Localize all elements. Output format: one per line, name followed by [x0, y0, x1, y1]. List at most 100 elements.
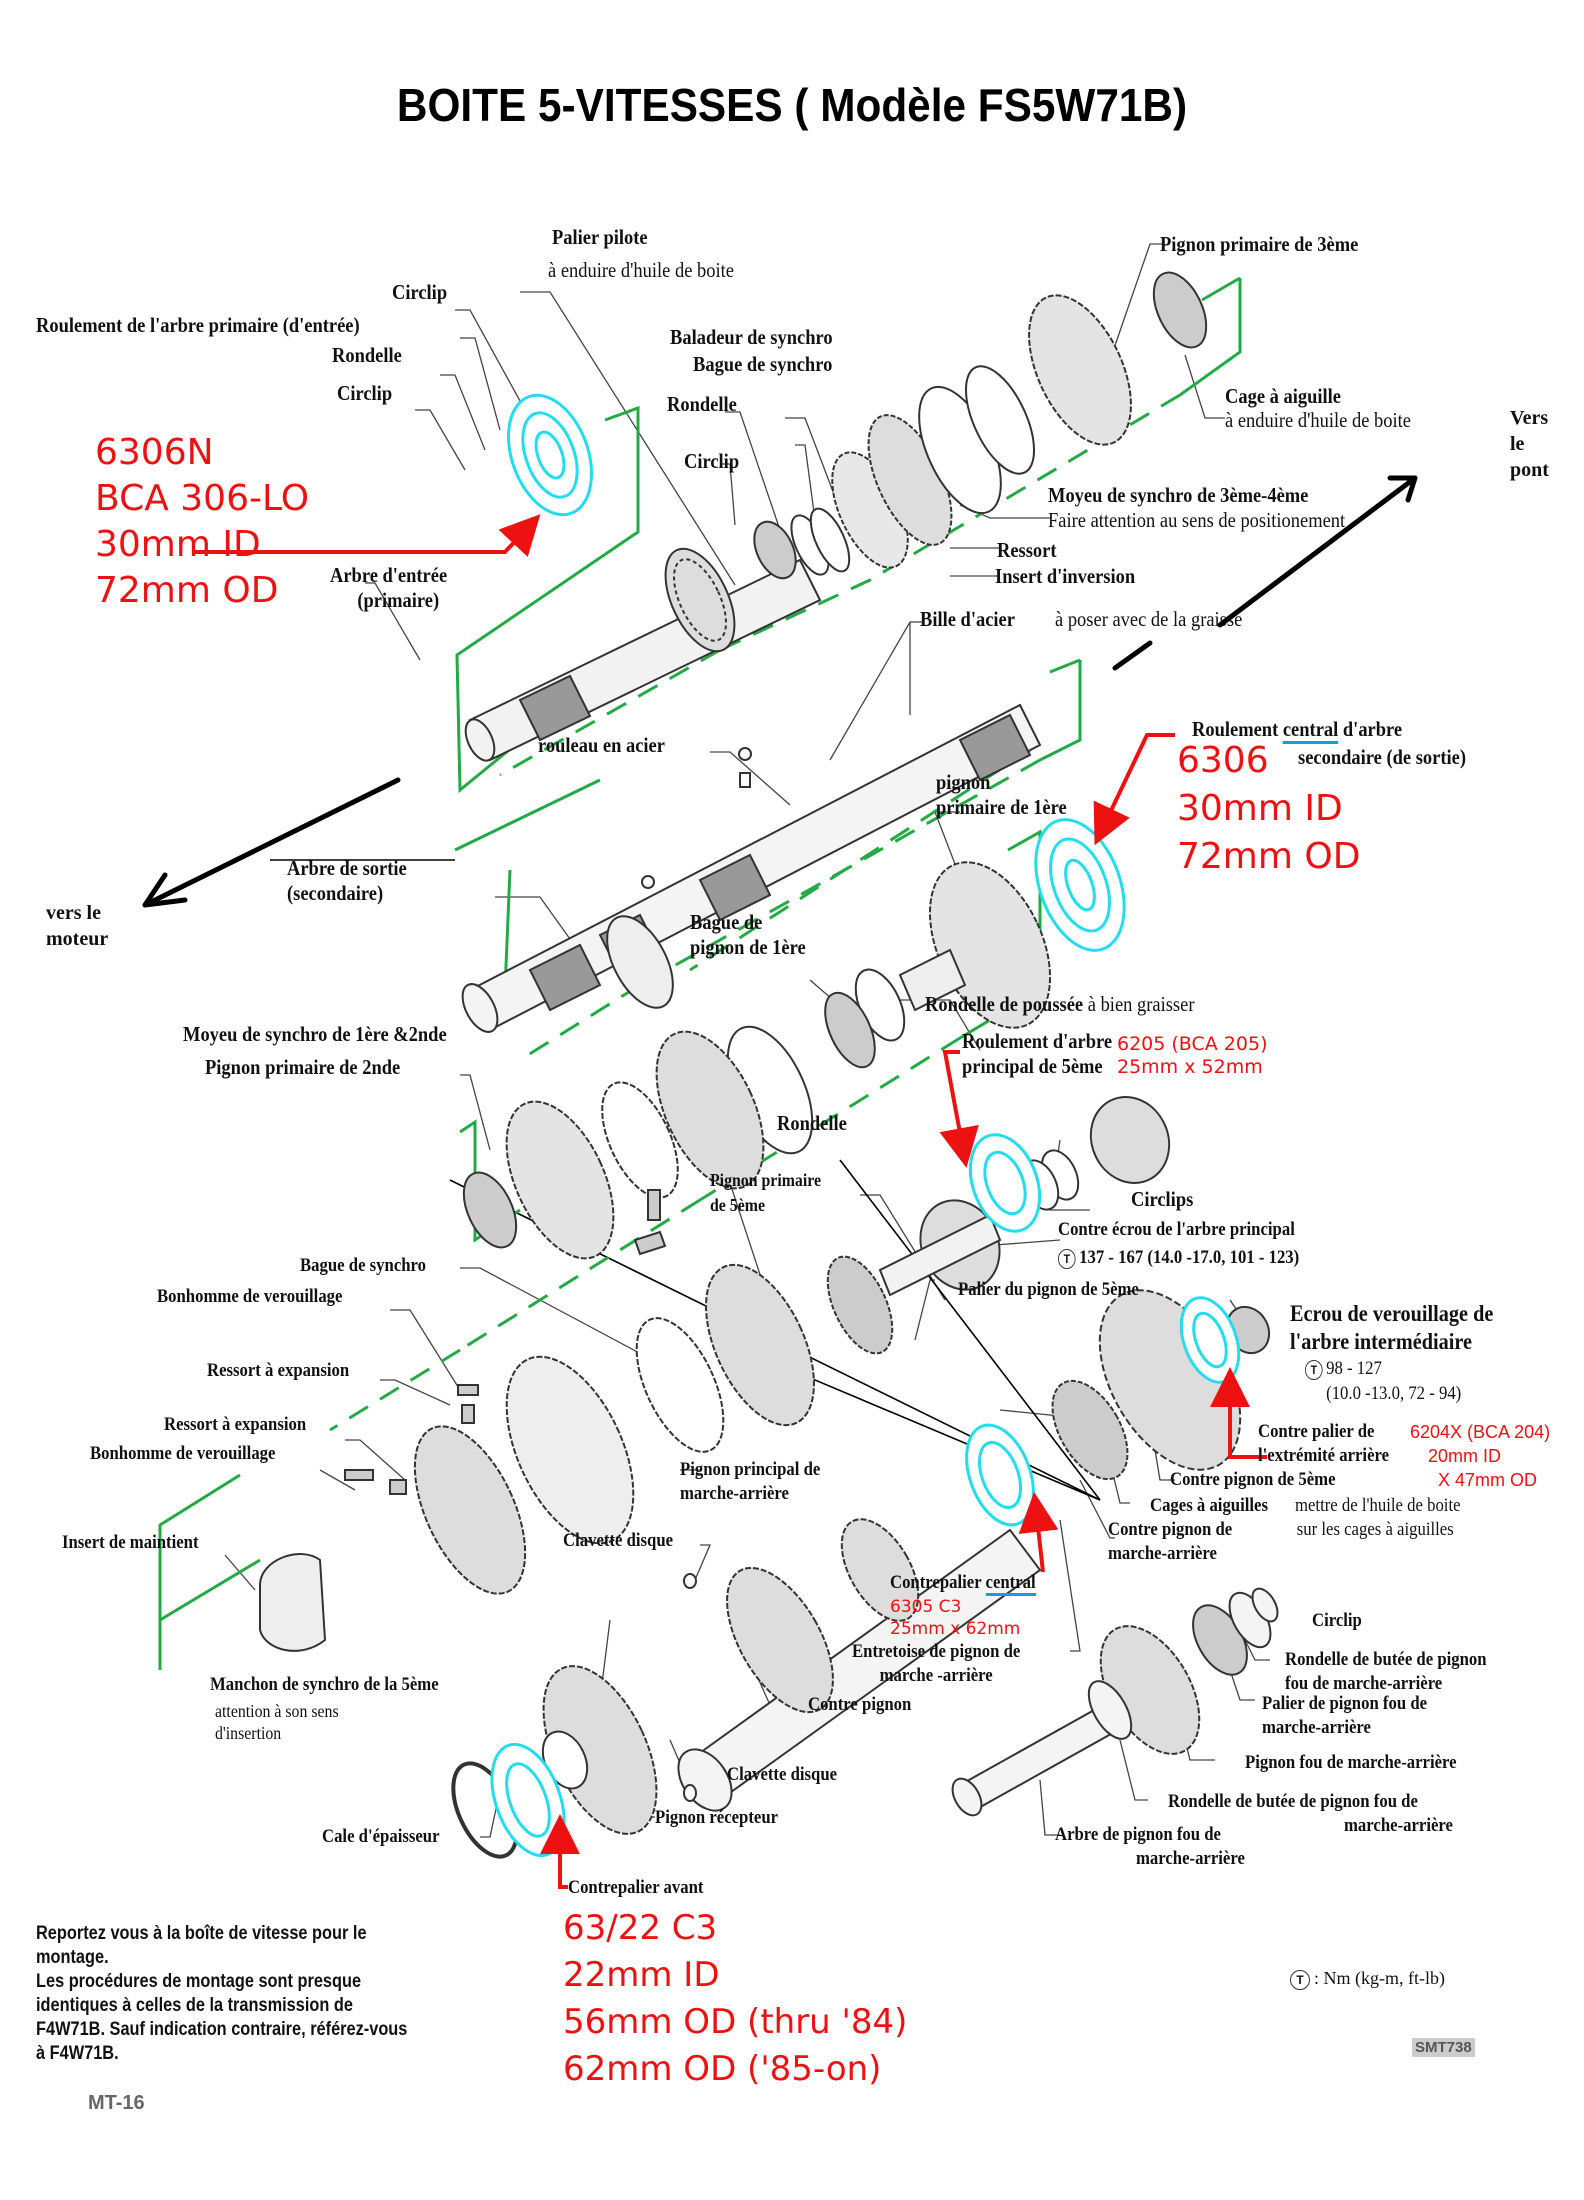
label-contre-palier-arriere: Contre palier de l'extrémité arrière — [1258, 1420, 1389, 1468]
torque-legend-text: : Nm (kg-m, ft-lb) — [1314, 1968, 1445, 1988]
label-line: pignon de 1ère — [690, 935, 806, 959]
torque-legend: T: Nm (kg-m, ft-lb) — [1290, 1968, 1445, 1990]
page-number: MT-16 — [88, 2092, 145, 2114]
label-manchon-5eme: Manchon de synchro de la 5ème — [210, 1674, 439, 1695]
label-note: à bien graisser — [1087, 992, 1195, 1016]
label-pignon-fou: Pignon fou de marche-arrière — [1245, 1752, 1457, 1773]
label-entretoise: Entretoise de pignon de marche -arrière — [852, 1640, 1020, 1688]
spec-line: 25mm x 62mm — [890, 1619, 1021, 1639]
label-part: Contrepalier — [890, 1572, 986, 1593]
spec-line: 6204X (BCA 204) — [1410, 1422, 1551, 1442]
label-line: Pignon primaire — [710, 1170, 822, 1190]
spec-line: 6205 (BCA 205) — [1117, 1033, 1268, 1055]
label-underlined-central: central — [985, 1572, 1036, 1596]
spec-line: 6306N — [95, 432, 214, 473]
label-insert-inversion: Insert d'inversion — [995, 564, 1136, 588]
label-line: marche-arrière — [1262, 1717, 1371, 1738]
label-circlip-3: Circlip — [684, 449, 740, 473]
direction-word: moteur — [46, 928, 109, 950]
torque-value-detail: (10.0 -13.0, 72 - 94) — [1326, 1383, 1462, 1404]
torque-value: 98 - 127 — [1326, 1358, 1382, 1379]
label-line: Entretoise de pignon de — [852, 1641, 1021, 1662]
arrow-to-axle-icon — [1217, 475, 1418, 628]
label-moyeu-12: Moyeu de synchro de 1ère &2nde — [183, 1022, 447, 1046]
spec-line: 62mm OD ('85-on) — [563, 2049, 882, 2089]
label-insert-maintient: Insert de maintient — [62, 1532, 199, 1553]
spec-line: 6306 — [1177, 740, 1269, 781]
label-bague-synchro-mid: Bague de synchro — [300, 1255, 427, 1276]
label-pignon-5eme: Pignon primaire de 5ème — [710, 1168, 821, 1218]
arrow-to-engine-icon — [142, 777, 401, 908]
torque-icon: T — [1305, 1359, 1323, 1380]
direction-to-engine: vers le moteur — [46, 900, 108, 952]
label-line: Ecrou de verouillage de — [1290, 1301, 1494, 1326]
label-roulement-central: Roulement central d'arbre — [1192, 717, 1402, 744]
label-pignon-principal-ma: Pignon principal de marche-arrière — [680, 1458, 820, 1506]
countershaft — [451, 1289, 1271, 1859]
label-line: l'extrémité arrière — [1258, 1445, 1390, 1466]
label-bonhomme-2: Bonhomme de verouillage — [90, 1443, 276, 1464]
spec-line: 6305 C3 — [890, 1597, 962, 1617]
label-line: Arbre de pignon fou de — [1055, 1824, 1221, 1845]
label-rouleau-acier: rouleau en acier — [538, 733, 665, 757]
label-line: Contre palier de — [1258, 1421, 1375, 1442]
label-line: l'arbre intermédiaire — [1290, 1329, 1472, 1354]
torque-icon: T — [1058, 1248, 1076, 1269]
reverse-idler — [951, 1587, 1279, 1817]
note-line: mettre de l'huile de boite — [1295, 1495, 1461, 1516]
label-line: Bague de — [690, 910, 763, 934]
spec-line: 22mm ID — [563, 1955, 720, 1995]
label-circlip-2: Circlip — [337, 381, 393, 405]
label-underlined-central: central — [1282, 717, 1339, 744]
label-line: marche-arrière — [1135, 1848, 1245, 1869]
label-pignon-recepteur: Pignon récepteur — [655, 1807, 779, 1828]
label-contre-ecrou: Contre écrou de l'arbre principal — [1058, 1219, 1295, 1240]
label-pignon-2nde: Pignon primaire de 2nde — [205, 1055, 401, 1079]
spec-line: X 47mm OD — [1438, 1470, 1538, 1490]
label-line: Arbre d'entrée — [330, 563, 448, 587]
label-cale-epaisseur: Cale d'épaisseur — [322, 1826, 440, 1847]
label-arbre-entree: Arbre d'entrée (primaire) — [330, 563, 447, 613]
label-cages-aiguilles: Cages à aiguilles — [1150, 1495, 1268, 1516]
spec-line: 20mm ID — [1428, 1446, 1502, 1466]
figure-code: SMT738 — [1412, 2038, 1475, 2057]
label-rondelle-3: Rondelle — [777, 1111, 847, 1135]
bearing-countershaft-center-icon — [965, 1423, 1035, 1527]
label-palier-5eme: Palier du pignon de 5ème — [958, 1279, 1139, 1300]
label-contrepalier-avant: Contrepalier avant — [568, 1877, 704, 1898]
label-rondelle-butee-1: Rondelle de butée de pignon fou de march… — [1285, 1648, 1487, 1696]
spec-input-shaft-bearing: 6306N BCA 306-LO 30mm ID 72mm OD — [95, 430, 309, 614]
label-roulement-primaire: Roulement de l'arbre primaire (d'entrée) — [36, 313, 360, 337]
torque-icon: T — [1290, 1969, 1310, 1990]
fifth-gear-area — [259, 1096, 1171, 1652]
label-part: Roulement — [1192, 717, 1283, 741]
label-line: Arbre de sortie — [287, 856, 407, 880]
highlighted-bearings — [490, 393, 1241, 1858]
page-title: BOITE 5-VITESSES ( Modèle FS5W71B) — [396, 79, 1188, 131]
note-line: Les procédures de montage sont presque — [36, 1971, 362, 1992]
label-contre-pignon-5eme: Contre pignon de 5ème — [1170, 1469, 1336, 1490]
label-line: pignon — [936, 770, 991, 794]
label-bonhomme-1: Bonhomme de verouillage — [157, 1286, 343, 1307]
spec-line: 30mm ID — [1177, 788, 1343, 829]
direction-word: Vers — [1510, 407, 1549, 429]
direction-word: vers le — [46, 902, 101, 924]
bearing-output-center-icon — [1034, 818, 1126, 952]
input-shaft — [464, 547, 822, 762]
label-baladeur: Baladeur de synchro — [670, 325, 833, 349]
bearing-fifth-main-icon — [968, 1133, 1042, 1233]
label-palier-pilote: Palier pilote — [552, 225, 648, 249]
label-line: marche-arrière — [680, 1483, 789, 1504]
output-shaft — [461, 703, 1042, 1033]
spec-countershaft-rear-bearing: 6204X (BCA 204) 20mm ID X 47mm OD — [1410, 1420, 1550, 1492]
note-cage-aiguille: à enduire d'huile de boite — [1225, 408, 1412, 432]
label-bague-pignon-1ere: Bague de pignon de 1ère — [690, 910, 806, 960]
label-line: Rondelle de butée de pignon — [1285, 1649, 1487, 1670]
spec-line: 30mm ID — [95, 524, 261, 565]
label-line: (secondaire) — [287, 881, 384, 905]
note-line: d'insertion — [215, 1723, 282, 1743]
label-line: primaire de 1ère — [936, 795, 1067, 819]
